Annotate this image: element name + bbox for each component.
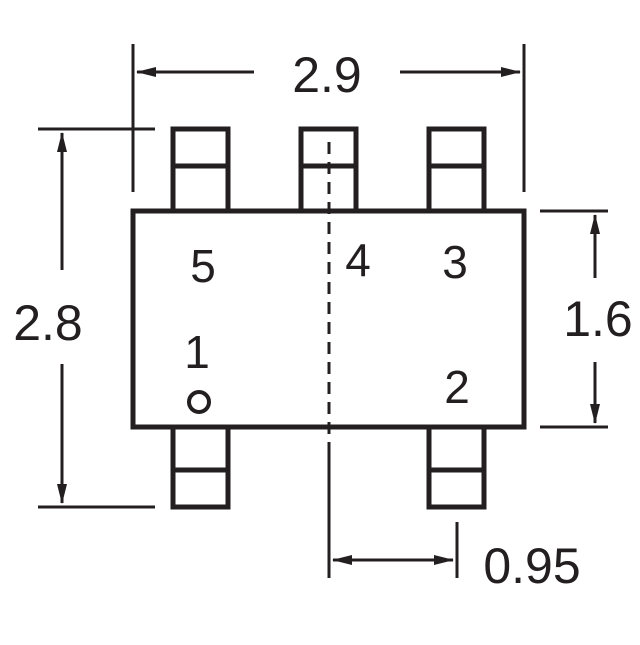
lead-pin-2 <box>426 424 487 510</box>
dim-label-body-height: 1.6 <box>563 291 633 347</box>
pin-label-3: 3 <box>442 236 468 288</box>
pin-label-2: 2 <box>444 361 470 413</box>
pin1-indicator <box>187 390 211 414</box>
pin-label-1: 1 <box>184 326 210 378</box>
pin-label-4: 4 <box>345 234 371 286</box>
lead-pin-3 <box>426 126 487 214</box>
pin-label-5: 5 <box>190 240 216 292</box>
dim-label-width: 2.9 <box>292 47 362 103</box>
dim-label-height: 2.8 <box>13 295 83 351</box>
lead-pin-1 <box>170 424 231 510</box>
dim-label-pitch: 0.95 <box>483 538 580 594</box>
lead-pin-5 <box>170 126 231 214</box>
